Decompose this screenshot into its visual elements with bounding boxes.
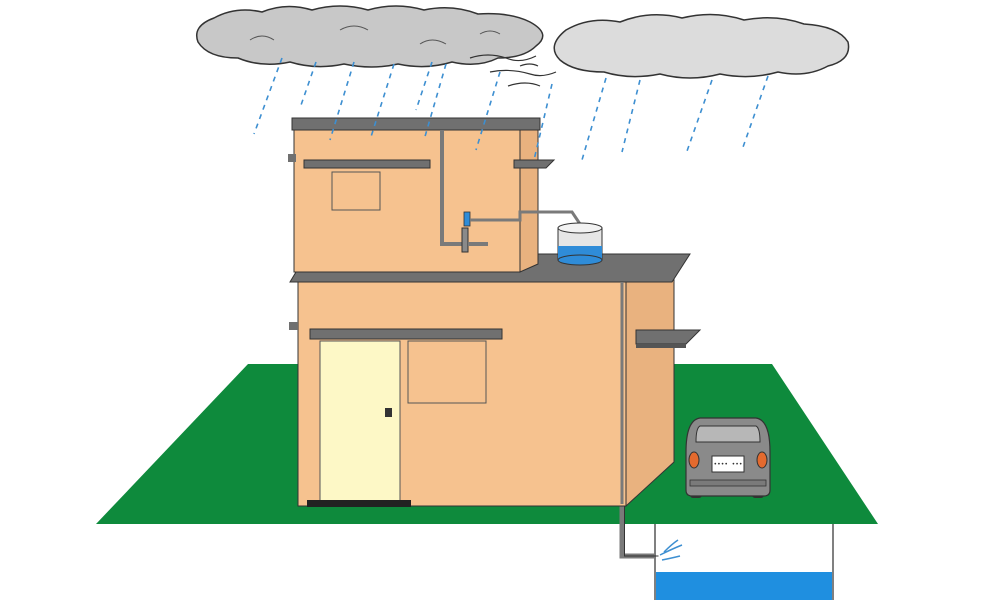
house-lower-storey	[289, 263, 702, 508]
upper-side-wall	[519, 125, 539, 273]
cloud-wisps	[469, 54, 557, 87]
car-bumper	[689, 479, 767, 487]
door-step	[307, 500, 411, 507]
rain-icon	[253, 57, 769, 161]
filter-unit	[461, 227, 469, 253]
front-door	[319, 340, 401, 502]
lower-sunshade	[309, 328, 503, 340]
door-handle	[385, 408, 392, 417]
upper-sunshade	[303, 159, 431, 169]
top-roof	[291, 117, 541, 131]
license-plate	[711, 455, 745, 473]
downpipe-icon	[440, 130, 462, 246]
car-icon: •••• •••	[685, 417, 771, 498]
lower-window	[407, 340, 487, 404]
cloud-left	[196, 5, 544, 68]
filter-unit-top	[463, 211, 471, 227]
cloud-right	[553, 13, 850, 79]
side-sunshade-support	[636, 344, 686, 348]
cloud-icon	[196, 5, 544, 68]
upper-front-wall	[293, 129, 521, 273]
drain-pipe	[619, 500, 659, 559]
house-upper-storey	[288, 125, 556, 273]
license-plate-text: •••• •••	[714, 461, 743, 468]
pit-water	[656, 572, 832, 600]
recharge-pit	[654, 524, 834, 600]
rain-pipe-system	[440, 130, 624, 504]
upper-window	[331, 171, 381, 211]
water-tank-icon	[557, 222, 603, 266]
car-rear-window	[695, 425, 761, 443]
upper-left-ledge	[288, 154, 296, 162]
upper-side-sunshade	[513, 159, 556, 169]
cloud-icon	[553, 13, 850, 79]
car-light-left	[688, 451, 700, 469]
lower-left-ledge	[289, 322, 298, 330]
water-splash-icon	[659, 539, 683, 561]
side-sunshade	[635, 329, 702, 345]
tank-feed-pipe	[470, 210, 582, 225]
car-light-right	[756, 451, 768, 469]
